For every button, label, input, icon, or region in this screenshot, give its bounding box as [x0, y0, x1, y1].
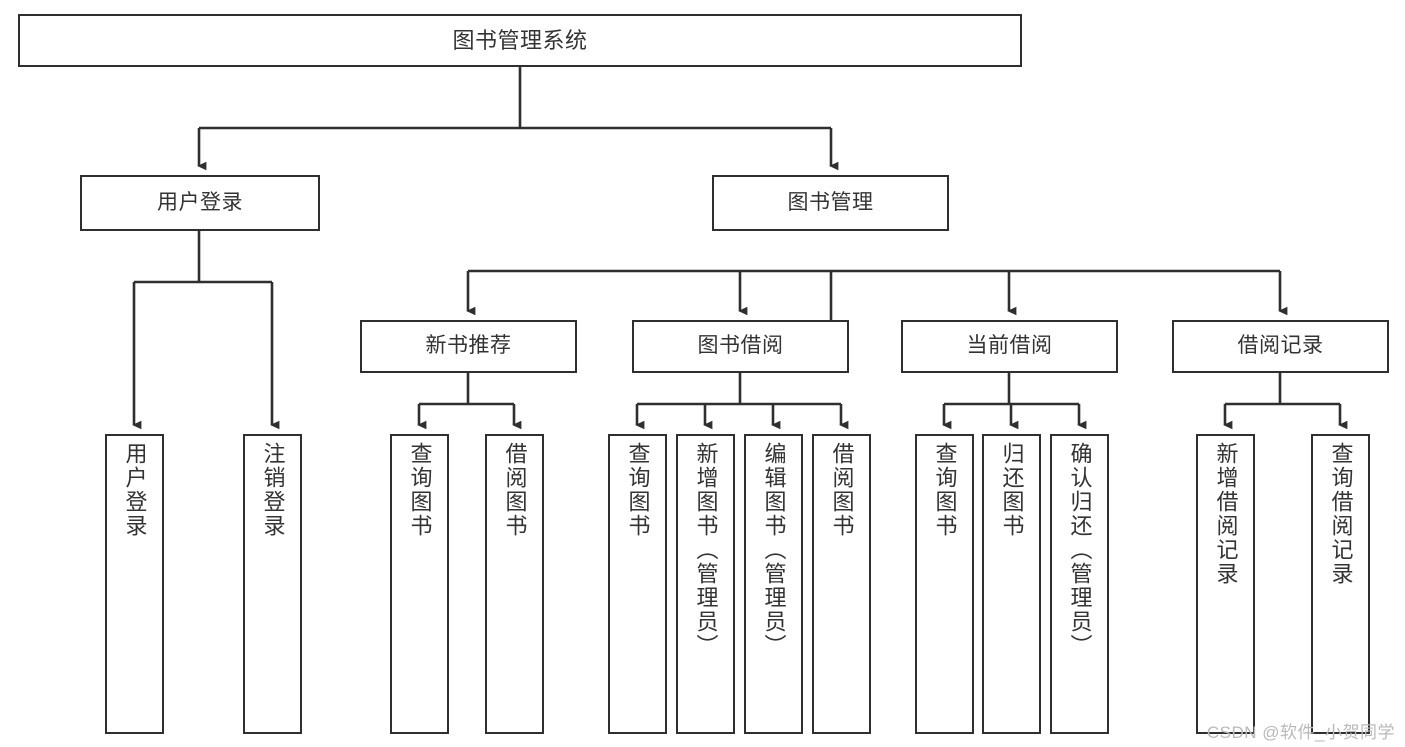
- node-label: 图书借阅: [697, 334, 784, 358]
- node-label: 用户登录: [157, 190, 243, 214]
- leaf-add-book-admin[interactable]: 新增图书（管理员）: [676, 434, 735, 734]
- node-label: 借阅记录: [1237, 334, 1324, 358]
- node-book-borrow[interactable]: 图书借阅: [632, 320, 849, 373]
- node-label: 新增借阅记录: [1213, 442, 1239, 586]
- leaf-query-borrow-record[interactable]: 查询借阅记录: [1311, 434, 1370, 734]
- leaf-new-book-borrow[interactable]: 借阅图书: [485, 434, 544, 734]
- node-label: 查询借阅记录: [1328, 442, 1354, 586]
- node-root-system[interactable]: 图书管理系统: [18, 14, 1022, 67]
- leaf-current-query-book[interactable]: 查询图书: [915, 434, 974, 734]
- node-label: 归还图书: [999, 442, 1025, 538]
- node-user-login[interactable]: 用户登录: [80, 175, 320, 231]
- node-label: 编辑图书（管理员）: [761, 442, 787, 658]
- node-new-book-recommend[interactable]: 新书推荐: [360, 320, 577, 373]
- node-label: 查询图书: [407, 442, 433, 538]
- node-book-manage[interactable]: 图书管理: [712, 175, 949, 231]
- leaf-borrow-query-book[interactable]: 查询图书: [608, 434, 667, 734]
- node-label: 确认归还（管理员）: [1067, 442, 1093, 658]
- watermark: CSDN @软件_小贺同学: [1206, 723, 1395, 742]
- leaf-confirm-return-admin[interactable]: 确认归还（管理员）: [1050, 434, 1109, 734]
- node-label: 借阅图书: [502, 442, 528, 538]
- node-label: 用户登录: [122, 442, 148, 538]
- leaf-return-book[interactable]: 归还图书: [982, 434, 1041, 734]
- node-label: 新增图书（管理员）: [693, 442, 719, 658]
- node-current-borrow[interactable]: 当前借阅: [901, 320, 1118, 373]
- leaf-logout[interactable]: 注销登录: [243, 434, 302, 734]
- leaf-new-book-query[interactable]: 查询图书: [390, 434, 449, 734]
- node-label: 注销登录: [260, 442, 286, 538]
- leaf-add-borrow-record[interactable]: 新增借阅记录: [1196, 434, 1255, 734]
- node-label: 新书推荐: [425, 334, 512, 358]
- leaf-borrow-book[interactable]: 借阅图书: [812, 434, 871, 734]
- node-label: 图书管理系统: [452, 27, 588, 53]
- leaf-user-login[interactable]: 用户登录: [105, 434, 164, 734]
- node-borrow-record[interactable]: 借阅记录: [1172, 320, 1389, 373]
- node-label: 当前借阅: [966, 334, 1053, 358]
- node-label: 图书管理: [787, 190, 874, 214]
- node-label: 借阅图书: [829, 442, 855, 538]
- leaf-edit-book-admin[interactable]: 编辑图书（管理员）: [744, 434, 803, 734]
- node-label: 查询图书: [932, 442, 958, 538]
- node-label: 查询图书: [625, 442, 651, 538]
